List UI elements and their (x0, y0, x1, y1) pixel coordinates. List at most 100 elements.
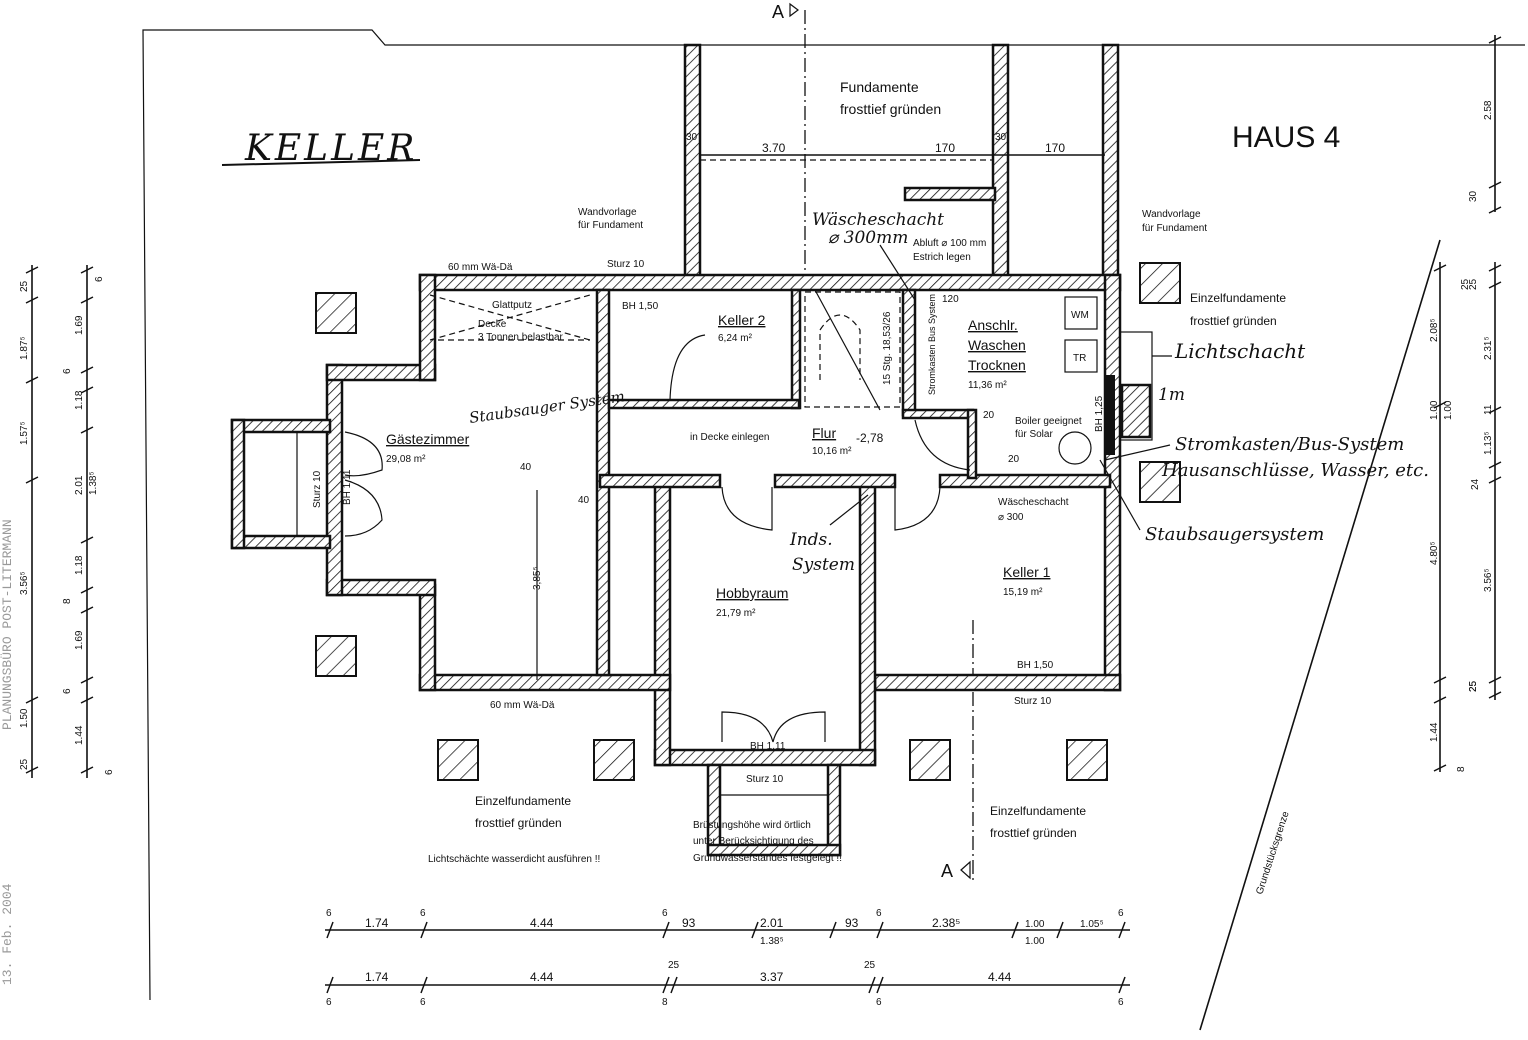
door-gaeste[interactable] (344, 431, 383, 537)
dim-label: 1.05⁵ (1080, 919, 1104, 930)
room-name: Anschlr. (968, 317, 1018, 333)
room-area: 6,24 m² (718, 333, 753, 344)
wall (418, 273, 437, 382)
side-stamp-date: 13. Feb. 2004 (0, 883, 15, 985)
section-marker-top: A (772, 2, 784, 22)
dim-tick (1488, 281, 1502, 289)
dim-tick (1118, 976, 1126, 994)
dim-tick (1488, 691, 1502, 699)
door-hobby-garden[interactable] (721, 711, 826, 743)
single-foundation (1139, 461, 1181, 503)
hand-waescheschacht: ⌀ 300mm (828, 228, 908, 248)
dim-tick (1118, 921, 1126, 939)
dim-tick (80, 766, 94, 774)
door-hobby[interactable] (721, 486, 773, 531)
note-bruestung: Grundwasserstandes festgelegt !! (693, 853, 842, 864)
wall (901, 408, 975, 420)
wall (991, 43, 1010, 279)
dim-label: 8 (62, 598, 73, 604)
wall (790, 288, 802, 410)
dim-tick (80, 386, 94, 394)
room-name: Gästezimmer (386, 431, 470, 447)
room-name: Trocknen (968, 357, 1026, 373)
note-einzelfundamente: Einzelfundamente (1190, 291, 1286, 305)
dim-label: 93 (845, 916, 859, 930)
dim-tick (829, 921, 837, 939)
wall (607, 398, 801, 410)
dim-label: 3.37 (760, 970, 784, 984)
door-anschl[interactable] (914, 419, 971, 471)
dim-label: 40 (578, 495, 590, 506)
dim-label: 2.38⁵ (932, 916, 960, 930)
side-stamp-office: PLANUNGSBÜRO POST-LITERMANN (0, 519, 15, 730)
wall (966, 408, 978, 480)
foundations (315, 262, 1181, 781)
dim-label: 1.00 (1429, 400, 1440, 420)
wall (938, 473, 1112, 489)
dryer (1064, 339, 1098, 373)
note-wandvorlage: Wandvorlage (1142, 209, 1201, 220)
wall (418, 583, 437, 692)
note-bruestung: unter Berücksichtigung des (693, 836, 814, 847)
dim-label: 6 (326, 997, 332, 1008)
room-name: Keller 2 (718, 312, 766, 328)
dim-label: 1.44 (74, 725, 85, 745)
note-boiler: für Solar (1015, 429, 1053, 440)
hand-stromkasten: Stromkasten/Bus-System (1175, 434, 1404, 455)
note-stairs: 15 Stg. 18,53/26 (882, 311, 893, 385)
door-keller2[interactable] (669, 334, 706, 401)
dim-tick (868, 976, 876, 994)
note-insulation: 60 mm Wä-Dä (490, 700, 555, 711)
dim-label: 3.56⁵ (1483, 568, 1494, 592)
note-fundamente: frosttief gründen (840, 101, 941, 117)
dryer-label: TR (1073, 353, 1086, 364)
title-underline (221, 159, 421, 166)
wall (706, 843, 842, 857)
wall (325, 363, 344, 597)
wall (683, 43, 702, 279)
dim-tick (1488, 461, 1502, 469)
dim-tick (1488, 406, 1502, 414)
room-area: 15,19 m² (1003, 587, 1043, 598)
note-stromkasten: Stromkasten Bus System (927, 294, 937, 395)
room-area: 21,79 m² (716, 608, 756, 619)
section-marker-bottom: A (941, 861, 953, 881)
dim-tick (662, 976, 670, 994)
dim-label: 120 (942, 294, 959, 305)
note-lintel: Sturz 10 (312, 470, 323, 508)
note-wandvorlage: Wandvorlage (578, 207, 637, 218)
room-name: Waschen (968, 337, 1026, 353)
note-wandvorlage: für Fundament (1142, 223, 1207, 234)
note-abluft: Abluft ⌀ 100 mm (913, 238, 986, 249)
dim-label: 1.69 (74, 630, 85, 650)
wall (418, 273, 1122, 292)
dim-tick (25, 266, 39, 274)
dim-tick (1488, 206, 1502, 214)
dim-tick (326, 976, 334, 994)
dim-tick (420, 976, 428, 994)
staircase (804, 291, 901, 408)
dim-label: 1.13⁵ (1483, 431, 1494, 455)
dim-tick (1433, 401, 1447, 409)
single-foundation (593, 739, 635, 781)
note-lintel: Sturz 10 (746, 774, 784, 785)
dim-label: 6 (326, 908, 332, 919)
single-foundation (909, 739, 951, 781)
dim-label: 30 (1468, 190, 1479, 202)
dim-label: 20 (1008, 454, 1020, 465)
note-waescheschacht: ⌀ 300 (998, 512, 1024, 523)
dim-label: 170 (935, 141, 955, 155)
dim-tick (326, 921, 334, 939)
wall (873, 673, 1122, 692)
dim-label: 2.08⁵ (1429, 318, 1440, 342)
wall (418, 673, 672, 692)
note-glattputz: Glattputz (492, 300, 532, 311)
dim-tick (80, 696, 94, 704)
note-lintel: Sturz 10 (1014, 696, 1052, 707)
dim-label: 1.74 (365, 916, 389, 930)
door-keller1[interactable] (894, 486, 941, 531)
dim-label: 25 (1460, 278, 1471, 290)
note-einzelfundamente: frosttief gründen (475, 816, 562, 830)
dim-label: 1.38⁵ (760, 936, 784, 947)
